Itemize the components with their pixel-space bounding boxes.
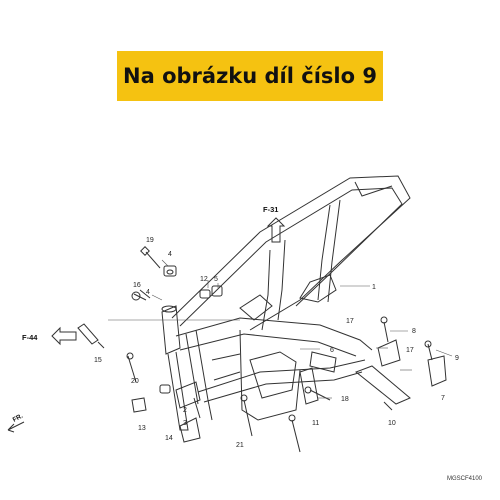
diagram-code: MGSCF4100 — [447, 476, 483, 482]
f44-arrow — [51, 326, 77, 346]
callout-16: 16 — [133, 282, 141, 289]
callout-14: 14 — [165, 435, 173, 442]
callout-20: 20 — [131, 378, 139, 385]
frame-head-pipe — [161, 305, 213, 431]
callout-12: 12 — [200, 276, 208, 283]
callout-4b: 4 — [146, 289, 150, 296]
callout-13: 13 — [138, 425, 146, 432]
callout-18: 18 — [341, 396, 349, 403]
callout-11: 11 — [312, 420, 319, 427]
frame-main-rails — [171, 175, 411, 331]
callout-1: 1 — [372, 284, 376, 291]
callout-19: 19 — [146, 237, 154, 244]
leader-lines — [108, 259, 453, 399]
callout-17b: 17 — [406, 347, 414, 354]
part-number-banner: Na obrázku díl číslo 9 — [117, 51, 383, 101]
callout-2: 2 — [183, 407, 187, 414]
frame-lower-cradle — [175, 317, 373, 421]
callout-4a: 4 — [168, 251, 172, 258]
callout-21: 21 — [236, 442, 244, 449]
callout-17a: 17 — [346, 318, 354, 325]
callout-8: 8 — [412, 328, 416, 335]
ref-f44-label: F-44 — [22, 333, 38, 342]
banner-text: Na obrázku díl číslo 9 — [123, 64, 377, 88]
callout-10: 10 — [388, 420, 396, 427]
callout-9: 9 — [455, 355, 459, 362]
callout-6: 6 — [330, 347, 334, 354]
front-marker-label: FR. — [12, 413, 25, 424]
ref-f31-label: F-31 — [263, 205, 278, 214]
callout-7: 7 — [441, 395, 445, 402]
f31-arrow — [266, 217, 286, 243]
callout-5: 5 — [214, 276, 218, 283]
hardware-parts — [7, 246, 447, 453]
callout-3: 3 — [183, 420, 187, 427]
callout-15: 15 — [94, 357, 102, 364]
